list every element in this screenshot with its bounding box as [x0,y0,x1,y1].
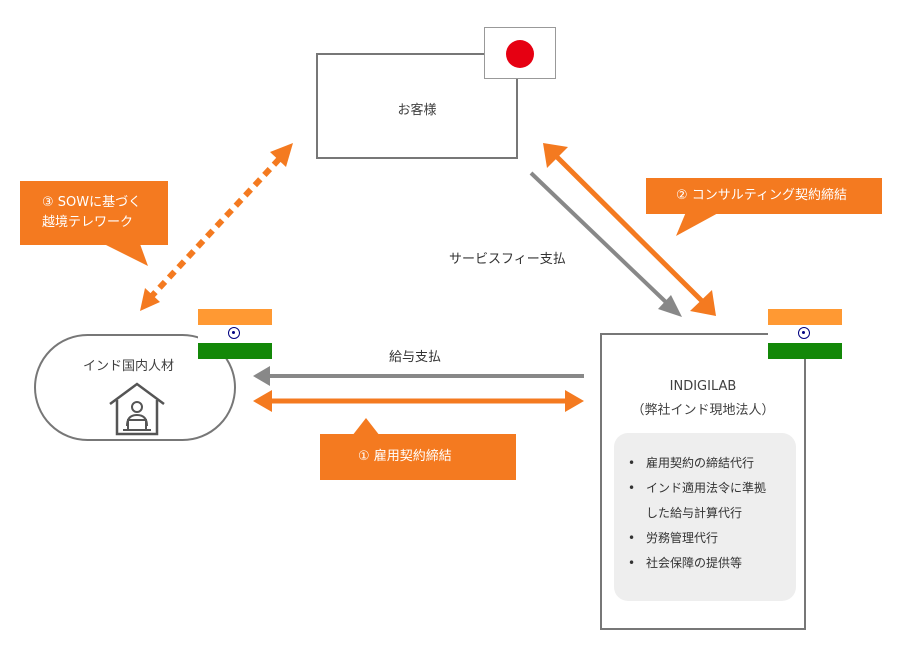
sow-telework-dotted-arrow [140,143,293,311]
indigilab-title: INDIGILAB [669,379,737,394]
services-panel: 雇用契約の締結代行 インド適用法令に準拠 した給与計算代行 労務管理代行 社会保… [614,433,796,601]
callout-consulting: ② コンサルティング契約締結 [646,178,882,214]
india-flag-saffron [198,309,272,325]
customer-label: お客様 [397,103,437,118]
india-flag-green [768,343,842,359]
service-item: 労務管理代行 [628,526,792,551]
callout-consulting-text: ② コンサルティング契約締結 [676,188,848,203]
japan-flag-icon [484,27,556,79]
ashoka-chakra-icon [798,327,810,339]
callout-tail-consulting [676,212,720,236]
callout-tail-sow [104,244,148,266]
service-item: 雇用契約の締結代行 [628,451,792,476]
india-flag-green [198,343,272,359]
salary-arrow [253,366,584,386]
callout-sow: ③ SOWに基づく 越境テレワーク [20,181,168,245]
service-item-continuation: した給与計算代行 [646,506,743,520]
india-flag-icon [768,309,842,359]
callout-employment-text: ① 雇用契約締結 [358,449,452,464]
indigilab-subtitle: （弊社インド現地法人） [631,403,775,418]
talent-label: インド国内人材 [83,359,175,374]
service-fee-arrow [529,171,682,317]
indigilab-box: INDIGILAB （弊社インド現地法人） 雇用契約の締結代行 インド適用法令に… [600,333,806,630]
service-fee-label: サービスフィー支払 [449,252,566,267]
callout-sow-line1: ③ SOWに基づく [42,195,142,210]
ashoka-chakra-icon [228,327,240,339]
service-item: インド適用法令に準拠 [628,476,792,501]
callout-sow-line2: 越境テレワーク [42,215,134,230]
japan-flag-disc [506,40,534,68]
consulting-double-arrow [543,143,716,316]
india-flag-icon [198,309,272,359]
employment-double-arrow [253,390,584,412]
home-worker-icon [109,382,165,436]
india-flag-saffron [768,309,842,325]
callout-tail-employment [352,418,380,436]
salary-label: 給与支払 [389,350,442,365]
callout-employment: ① 雇用契約締結 [320,434,516,480]
service-item: 社会保障の提供等 [628,551,792,576]
